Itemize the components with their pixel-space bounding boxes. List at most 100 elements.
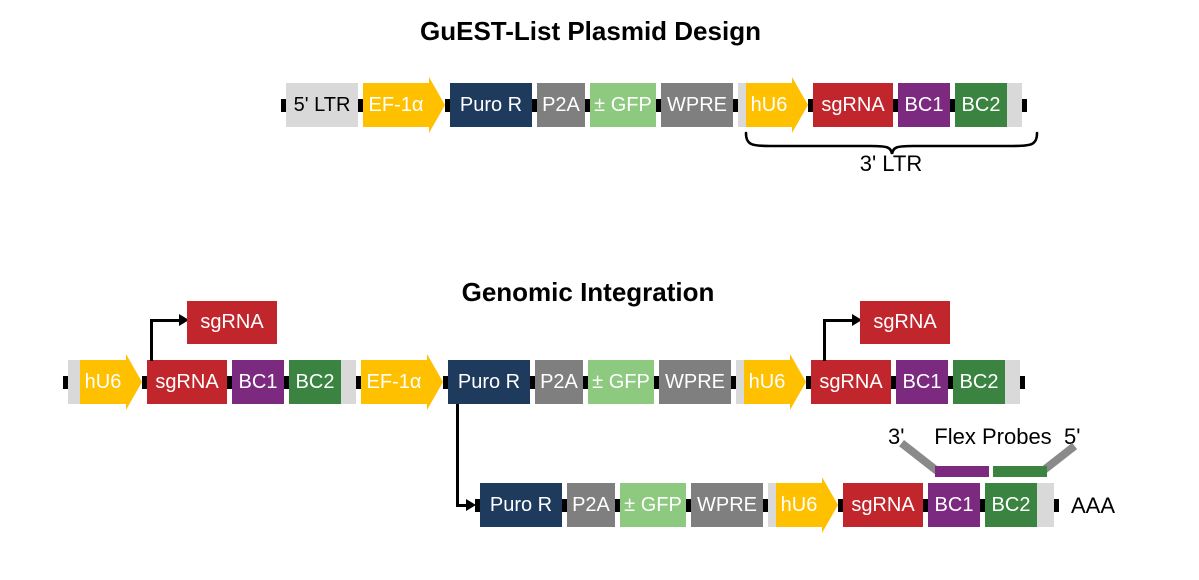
promoter-arrow-label: hU6 [776, 483, 822, 527]
spacer-segment [68, 360, 80, 404]
backbone-tick [950, 98, 955, 112]
segment-puro-r: Puro R [480, 483, 562, 527]
spacer-segment [768, 483, 776, 527]
backbone-tick [891, 375, 896, 389]
backbone-tick [532, 98, 537, 112]
backbone-tick [615, 498, 620, 512]
promoter-arrow-label: EF-1α [363, 83, 429, 127]
spacer-segment [736, 360, 744, 404]
backbone-tick [585, 98, 590, 112]
flex-probe-bc2-bar [993, 466, 1047, 477]
backbone-tick [530, 375, 535, 389]
spacer-segment [1005, 360, 1020, 404]
ltr3-brace [744, 131, 1039, 155]
promoter-arrow-label: hU6 [744, 360, 790, 404]
backbone-tick [838, 498, 843, 512]
promoter-arrowhead-icon [429, 77, 445, 133]
backbone-tick [808, 98, 813, 112]
segment-sgrna: sgRNA [813, 83, 893, 127]
promoter-arrowhead-icon [822, 477, 838, 533]
flex-probe-bc1-bar [935, 466, 989, 477]
promoter-arrow-label: hU6 [80, 360, 126, 404]
segment-ef1a-promoter-arrow: EF-1α [363, 77, 445, 133]
backbone-tick [1022, 98, 1027, 112]
segment-ef1a-promoter-arrow: EF-1α [361, 354, 443, 410]
backbone-tick [731, 375, 736, 389]
promoter-arrowhead-icon [427, 354, 443, 410]
transcript-sgrna-box-left: sgRNA [187, 301, 277, 344]
backbone-tick [142, 375, 147, 389]
backbone-tick [358, 98, 363, 112]
transcription-arrowhead-left-icon [179, 314, 189, 326]
flex-five-prime-label: 5' [1064, 424, 1081, 449]
promoter-arrowhead-icon [790, 354, 806, 410]
segment-gfp: ± GFP [590, 83, 656, 127]
segment-bc2-left: BC2 [289, 360, 341, 404]
segment-hu6-right-promoter-arrow: hU6 [744, 354, 806, 410]
segment-sgrna-right: sgRNA [811, 360, 891, 404]
promoter-arrow-label: EF-1α [361, 360, 427, 404]
segment-bc1-right: BC1 [896, 360, 948, 404]
backbone-tick [893, 98, 898, 112]
backbone-tick [445, 98, 450, 112]
backbone-tick [284, 375, 289, 389]
backbone-tick [475, 498, 480, 512]
promoter-arrowhead-icon [792, 77, 808, 133]
puror-transcript-arrowhead-icon [466, 499, 476, 511]
backbone-tick [980, 498, 985, 512]
promoter-arrowhead-icon [126, 354, 142, 410]
backbone-tick [562, 498, 567, 512]
segment-wpre: WPRE [661, 83, 733, 127]
backbone-tick [227, 375, 232, 389]
segment-wpre: WPRE [691, 483, 763, 527]
segment-bc1: BC1 [928, 483, 980, 527]
backbone-tick [654, 375, 659, 389]
backbone-tick [443, 375, 448, 389]
segment-gfp: ± GFP [620, 483, 686, 527]
segment-hu6-promoter-arrow: hU6 [776, 477, 838, 533]
transcription-arrow-left-hline [150, 319, 179, 322]
segment-hu6-left-promoter-arrow: hU6 [80, 354, 142, 410]
transcription-arrow-right-vline [823, 319, 826, 361]
segment-bc1: BC1 [898, 83, 950, 127]
backbone-tick [806, 375, 811, 389]
segment-bc2-right: BC2 [953, 360, 1005, 404]
promoter-arrow-label: hU6 [746, 83, 792, 127]
backbone-tick [948, 375, 953, 389]
backbone-tick [281, 98, 286, 112]
segment-bc1-left: BC1 [232, 360, 284, 404]
puror-transcript-connector-vline [456, 404, 459, 507]
transcription-arrowhead-right-icon [852, 314, 862, 326]
polya-label: AAA [1071, 493, 1116, 518]
segment-p2a: P2A [537, 83, 585, 127]
segment-sgrna: sgRNA [843, 483, 923, 527]
segment-sgrna-left: sgRNA [147, 360, 227, 404]
segment-p2a: P2A [567, 483, 615, 527]
spacer-segment [1037, 483, 1054, 527]
backbone-tick [733, 98, 738, 112]
segment-gfp: ± GFP [588, 360, 654, 404]
backbone-tick [356, 375, 361, 389]
transcript-sgrna-box-right: sgRNA [860, 301, 950, 344]
genomic-integration-title: Genomic Integration [461, 277, 715, 307]
segment-bc2: BC2 [955, 83, 1007, 127]
backbone-tick [656, 98, 661, 112]
segment-p2a: P2A [535, 360, 583, 404]
ltr3-label: 3' LTR [859, 151, 923, 176]
backbone-tick [686, 498, 691, 512]
transcription-arrow-left-vline [150, 319, 153, 361]
spacer-segment [341, 360, 356, 404]
backbone-tick [1020, 375, 1025, 389]
segment-puro-r: Puro R [448, 360, 530, 404]
plasmid-design-title: GuEST-List Plasmid Design [420, 16, 761, 46]
backbone-tick [1054, 498, 1059, 512]
puror-transcript-connector-hline [456, 504, 468, 507]
backbone-tick [583, 375, 588, 389]
backbone-tick [63, 375, 68, 389]
flex-probes-title: Flex Probes [934, 424, 1052, 449]
spacer-segment [738, 83, 746, 127]
